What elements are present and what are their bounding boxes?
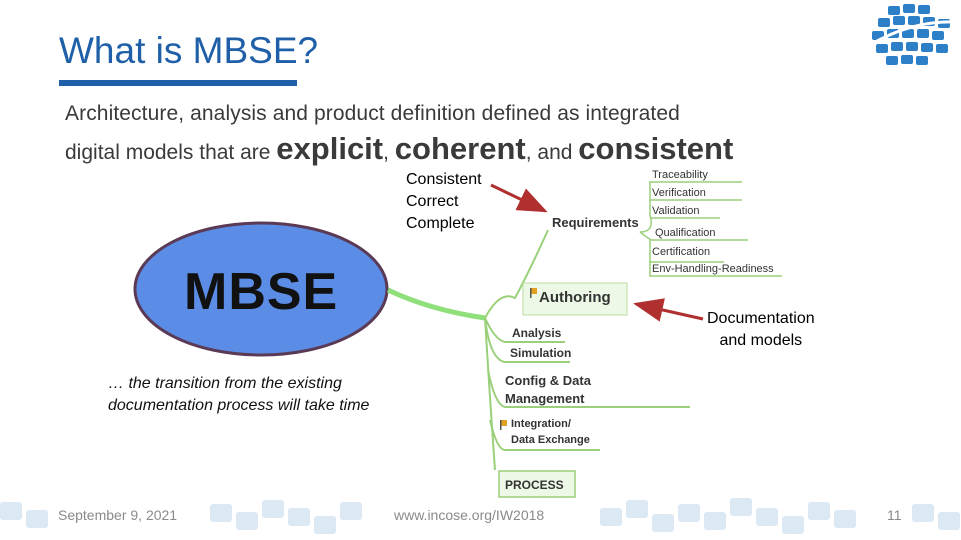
mindmap-traceability: Traceability	[652, 169, 708, 181]
mindmap-trunk	[484, 229, 549, 319]
ellipse-connector	[386, 287, 486, 321]
mindmap-requirements: Requirements	[552, 215, 639, 230]
branch-simulation	[484, 317, 570, 363]
authoring-box	[522, 282, 628, 316]
mindmap-integration-line2: Data Exchange	[511, 434, 590, 446]
transition-note: … the transition from the existing docum…	[108, 373, 369, 417]
mindmap-trunk-down	[484, 317, 496, 471]
mindmap-authoring: Authoring	[539, 289, 611, 306]
footer-url: www.incose.org/IW2018	[394, 507, 545, 523]
mindmap-config-line1: Config & Data	[505, 373, 591, 388]
page-title: What is MBSE?	[59, 30, 319, 71]
flag-icon	[500, 420, 507, 430]
mindmap-integration-line1: Integration/	[511, 418, 571, 430]
doc-models-line2: and models	[719, 332, 803, 349]
mindmap-env-handling: Env-Handling-Readiness	[652, 263, 774, 275]
quality-complete: Complete	[406, 215, 475, 232]
mindmap-certification: Certification	[652, 246, 711, 258]
intro-word-consistent: consistent	[578, 131, 734, 166]
intro-text-line2: digital models that are explicit, cohere…	[65, 131, 733, 167]
branch-traceability	[639, 181, 742, 233]
arrow-to-requirements	[490, 183, 548, 213]
mbse-label: MBSE	[184, 263, 339, 321]
footer-page-number: 11	[887, 507, 902, 523]
branch-analysis	[484, 317, 565, 343]
intro-word-explicit: explicit	[276, 131, 384, 166]
intro-sep1: ,	[383, 141, 395, 164]
transition-line1: … the transition from the existing	[108, 375, 342, 392]
title-underline	[59, 80, 297, 86]
branch-env-handling	[649, 262, 782, 277]
branch-integration	[489, 419, 600, 451]
footer-date: September 9, 2021	[58, 507, 178, 523]
flag-icon	[530, 288, 537, 298]
doc-models-label: Documentation and models	[707, 308, 815, 352]
mindmap-qualification: Qualification	[655, 227, 716, 239]
intro-text-line1: Architecture, analysis and product defin…	[65, 102, 680, 125]
branch-qualification	[639, 231, 748, 241]
incose-globe-logo	[867, 4, 957, 65]
arrow-to-authoring	[633, 298, 704, 322]
intro-prefix: digital models that are	[65, 141, 277, 164]
intro-sep2: , and	[525, 141, 579, 164]
mbse-ellipse	[133, 221, 389, 357]
mindmap-process: PROCESS	[505, 478, 564, 492]
transition-line2: documentation process will take time	[108, 397, 370, 414]
doc-models-line1: Documentation	[707, 310, 815, 327]
mindmap-config-line2: Management	[505, 391, 585, 406]
mindmap-verification: Verification	[652, 187, 706, 199]
mindmap-simulation: Simulation	[510, 346, 572, 360]
quality-consistent: Consistent	[406, 171, 482, 188]
quality-correct: Correct	[406, 193, 459, 210]
footer-tile-pattern	[0, 498, 960, 534]
qualities-list: Consistent Correct Complete	[406, 169, 482, 235]
process-box	[498, 470, 576, 498]
mindmap-validation: Validation	[652, 205, 700, 217]
intro-word-coherent: coherent	[394, 131, 526, 166]
mindmap-analysis: Analysis	[512, 326, 562, 340]
branch-config	[487, 369, 690, 408]
